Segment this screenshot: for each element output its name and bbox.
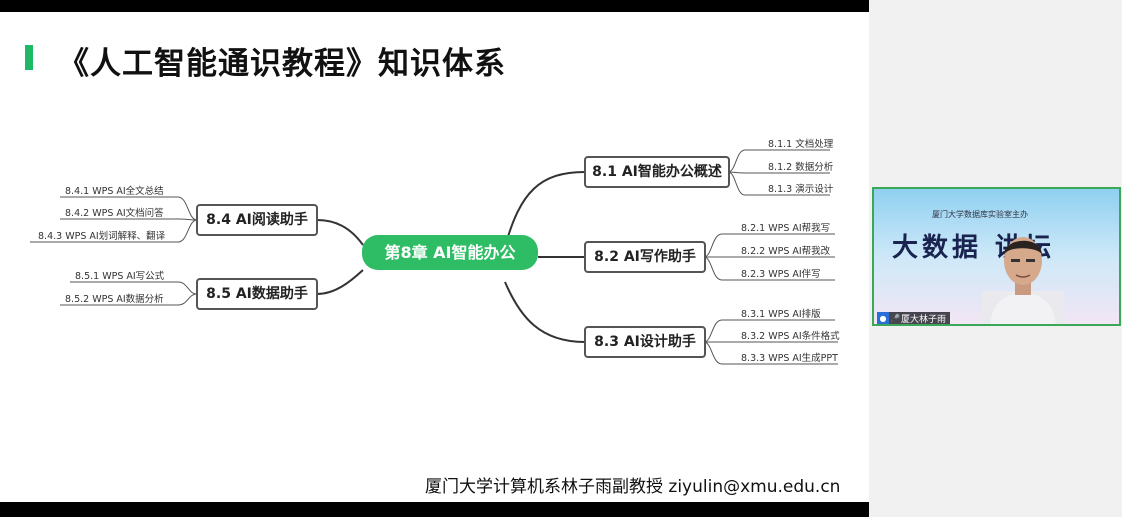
connector-center-84 bbox=[316, 219, 364, 246]
leaf-8-2-3: 8.2.3 WPS AI伴写 bbox=[741, 269, 821, 280]
leaf-8-4-1: 8.4.1 WPS AI全文总结 bbox=[65, 186, 164, 197]
leaf-8-5-1: 8.5.1 WPS AI写公式 bbox=[75, 271, 165, 282]
microphone-icon: 🎤 bbox=[890, 314, 900, 323]
participant-video-tile[interactable]: 厦门大学数据库实验室主办 大数据 讲坛 ● 🎤 厦大林子雨 bbox=[872, 187, 1121, 326]
leaf-8-3-1: 8.3.1 WPS AI排版 bbox=[741, 309, 821, 320]
banner-organizer-text: 厦门大学数据库实验室主办 bbox=[932, 210, 1028, 219]
center-node: 第8章 AI智能办公 bbox=[362, 235, 538, 270]
bottom-black-bar bbox=[0, 502, 869, 517]
connector-center-81 bbox=[504, 171, 586, 248]
speaker-avatar bbox=[982, 237, 1064, 324]
connector-center-85 bbox=[316, 269, 364, 295]
leaf-8-4-3: 8.4.3 WPS AI划词解释、翻译 bbox=[38, 231, 166, 242]
leaf-8-4-2: 8.4.2 WPS AI文档问答 bbox=[65, 208, 164, 219]
leaf-8-1-1: 8.1.1 文档处理 bbox=[768, 139, 834, 150]
branch-node-8-5: 8.5 AI数据助手 bbox=[196, 278, 318, 310]
connector-center-83 bbox=[504, 281, 586, 343]
participant-name-tag: ● 🎤 厦大林子雨 bbox=[877, 312, 951, 325]
branch-node-8-4: 8.4 AI阅读助手 bbox=[196, 204, 318, 236]
user-icon: ● bbox=[877, 312, 889, 324]
leaf-8-2-1: 8.2.1 WPS AI帮我写 bbox=[741, 223, 831, 234]
slide: 《人工智能通识教程》知识体系 bbox=[0, 12, 869, 502]
slide-title: 《人工智能通识教程》知识体系 bbox=[58, 46, 506, 82]
leaf-8-1-2: 8.1.2 数据分析 bbox=[768, 162, 834, 173]
leaf-8-5-2: 8.5.2 WPS AI数据分析 bbox=[65, 294, 164, 305]
title-accent-bar bbox=[25, 45, 33, 70]
branch-node-8-2: 8.2 AI写作助手 bbox=[584, 241, 706, 273]
leaf-8-3-3: 8.3.3 WPS AI生成PPT bbox=[741, 353, 838, 364]
branch-node-8-3: 8.3 AI设计助手 bbox=[584, 326, 706, 358]
leaf-8-1-3: 8.1.3 演示设计 bbox=[768, 184, 834, 195]
participant-name: 厦大林子雨 bbox=[901, 315, 947, 325]
leaf-8-2-2: 8.2.2 WPS AI帮我改 bbox=[741, 246, 831, 257]
leaf-8-3-2: 8.3.2 WPS AI条件格式 bbox=[741, 331, 840, 342]
mindmap-connectors bbox=[30, 149, 838, 365]
slide-footer: 厦门大学计算机系林子雨副教授 ziyulin@xmu.edu.cn bbox=[425, 477, 841, 497]
branch-node-8-1: 8.1 AI智能办公概述 bbox=[584, 156, 730, 188]
